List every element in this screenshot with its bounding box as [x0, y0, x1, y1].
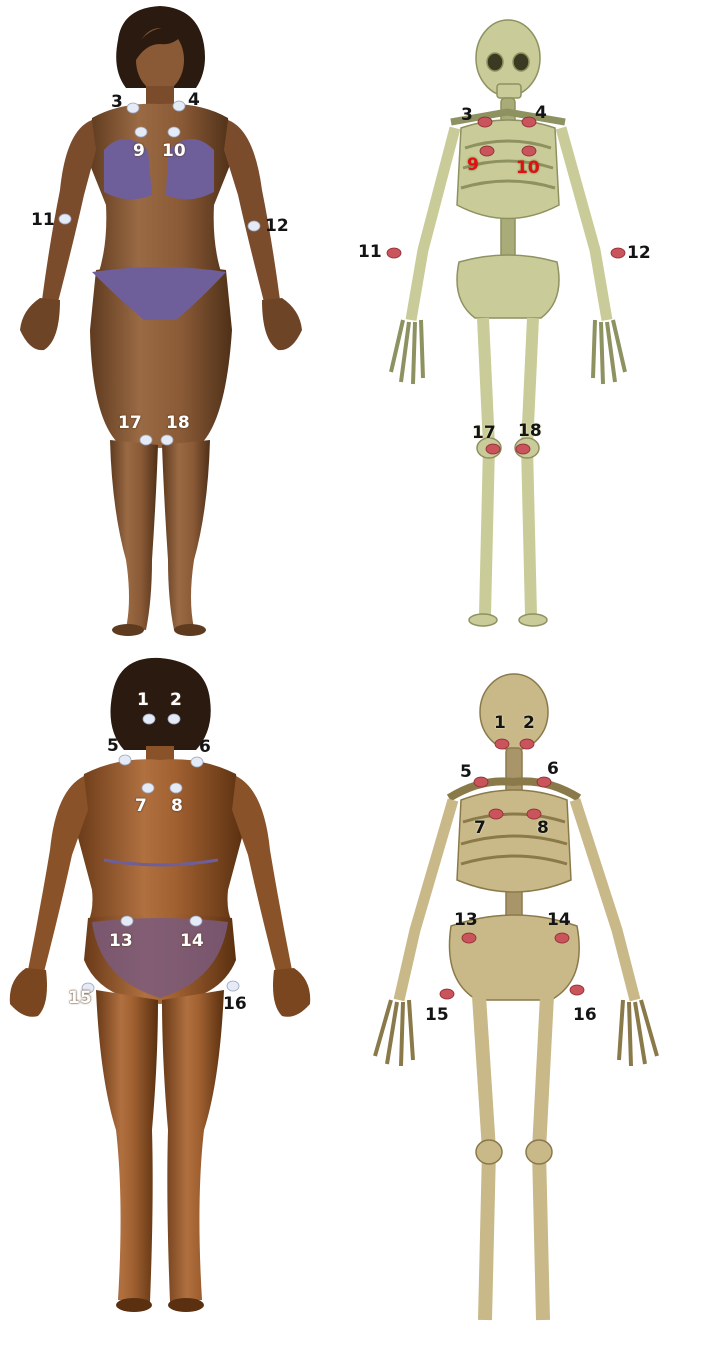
- marker-label: 11: [31, 212, 55, 229]
- marker-label: 4: [535, 105, 547, 122]
- marker-10: [522, 146, 536, 156]
- marker-6: [191, 757, 203, 767]
- marker-17: [140, 435, 152, 445]
- marker-4: [522, 117, 536, 127]
- marker-label: 12: [627, 245, 651, 262]
- marker-label: 2: [523, 715, 535, 732]
- marker-14: [555, 933, 569, 943]
- marker-label: 5: [107, 738, 119, 755]
- marker-label: 9: [467, 157, 479, 174]
- marker-7: [489, 809, 503, 819]
- marker-label: 7: [135, 798, 147, 815]
- marker-label: 14: [180, 933, 204, 950]
- marker-1: [143, 714, 155, 724]
- marker-label: 16: [223, 996, 247, 1013]
- marker-2: [168, 714, 180, 724]
- marker-10: [168, 127, 180, 137]
- marker-9: [135, 127, 147, 137]
- marker-11: [59, 214, 71, 224]
- marker-13: [462, 933, 476, 943]
- skeleton-back-figure: [351, 660, 702, 1332]
- marker-label: 18: [166, 415, 190, 432]
- marker-label: 2: [170, 692, 182, 709]
- marker-7: [142, 783, 154, 793]
- skeleton-front-figure: [351, 0, 702, 672]
- marker-17: [486, 444, 500, 454]
- marker-label: 10: [516, 160, 540, 177]
- marker-12: [248, 221, 260, 231]
- skeleton-back-panel: 1 2 5 6 7 8 13 14 15 16: [351, 660, 702, 1332]
- marker-label: 10: [162, 143, 186, 160]
- marker-label: 18: [518, 423, 542, 440]
- marker-label: 13: [454, 912, 478, 929]
- marker-label: 1: [137, 692, 149, 709]
- marker-18: [516, 444, 530, 454]
- marker-14: [190, 916, 202, 926]
- marker-4: [173, 101, 185, 111]
- marker-label: 13: [109, 933, 133, 950]
- human-front-panel: 3 4 9 10 11 12 17 18: [0, 0, 351, 672]
- human-back-panel: 1 2 5 6 7 8 13 14 15 16: [0, 660, 351, 1332]
- marker-5: [474, 777, 488, 787]
- marker-label: 15: [68, 990, 92, 1007]
- marker-label: 5: [460, 764, 472, 781]
- marker-label: 14: [547, 912, 571, 929]
- marker-3: [478, 117, 492, 127]
- marker-label: 3: [111, 94, 123, 111]
- marker-13: [121, 916, 133, 926]
- marker-label: 3: [461, 107, 473, 124]
- marker-3: [127, 103, 139, 113]
- marker-label: 15: [425, 1007, 449, 1024]
- marker-12: [611, 248, 625, 258]
- marker-label: 6: [199, 739, 211, 756]
- marker-16: [570, 985, 584, 995]
- marker-11: [387, 248, 401, 258]
- marker-label: 16: [573, 1007, 597, 1024]
- marker-15: [440, 989, 454, 999]
- human-back-figure: [0, 660, 351, 1332]
- marker-label: 4: [188, 92, 200, 109]
- human-front-figure: [0, 0, 351, 672]
- marker-label: 9: [133, 143, 145, 160]
- marker-label: 17: [118, 415, 142, 432]
- marker-9: [480, 146, 494, 156]
- marker-18: [161, 435, 173, 445]
- skeleton-front-panel: 3 4 9 10 11 12 17 18: [351, 0, 702, 672]
- marker-label: 8: [537, 820, 549, 837]
- marker-label: 6: [547, 761, 559, 778]
- marker-label: 11: [358, 244, 382, 261]
- marker-16: [227, 981, 239, 991]
- marker-1: [495, 739, 509, 749]
- marker-label: 7: [474, 820, 486, 837]
- marker-label: 12: [265, 218, 289, 235]
- marker-label: 8: [171, 798, 183, 815]
- marker-label: 1: [494, 715, 506, 732]
- marker-5: [119, 755, 131, 765]
- marker-label: 17: [472, 425, 496, 442]
- marker-2: [520, 739, 534, 749]
- marker-8: [170, 783, 182, 793]
